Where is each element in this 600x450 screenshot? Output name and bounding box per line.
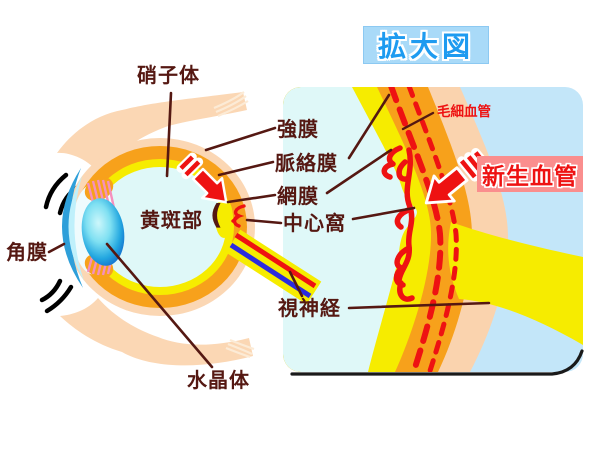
choroid-line-right	[347, 93, 391, 160]
cornea	[61, 168, 83, 288]
label-sclera: 強膜	[277, 117, 319, 141]
panel-shadow	[290, 349, 584, 376]
cornea-line	[47, 242, 66, 254]
capillary-vessels	[388, 87, 459, 372]
magnified-panel	[283, 87, 584, 376]
label-fovea: 中心窩	[283, 211, 346, 235]
label-vitreous: 硝子体	[137, 63, 200, 87]
lens	[81, 198, 125, 266]
choroid-line-left	[217, 160, 275, 177]
cornea-inner-highlight	[68, 176, 84, 281]
eye-vitreous	[94, 167, 226, 287]
label-lens: 水晶体	[187, 368, 250, 392]
optic-nerve-tick	[288, 270, 304, 298]
macula-microvessel-mark	[231, 204, 246, 228]
new-blood-vessels	[381, 145, 415, 302]
panel-optic-nerve-wedge	[448, 222, 583, 345]
magnified-view-title: 拡大図	[363, 26, 489, 64]
muscle-striations	[213, 91, 255, 359]
label-cornea: 角膜	[6, 240, 48, 264]
capillary-line	[401, 111, 435, 131]
macula-arrow-icon	[176, 152, 228, 204]
label-retina: 網膜	[277, 184, 319, 208]
label-macula: 黄斑部	[140, 208, 203, 232]
lens-line	[105, 242, 214, 369]
retina-line-right	[325, 148, 393, 195]
pointer-lines	[47, 91, 491, 369]
panel-vitreous-layer	[283, 87, 417, 372]
label-capillaries: 毛細血管	[437, 104, 491, 120]
label-optic-nerve: 視神経	[278, 296, 341, 320]
macula-retina-bulge	[215, 198, 233, 238]
label-neovascularization: 新生血管	[477, 156, 583, 192]
fovea-line-right	[351, 206, 416, 221]
retina-line-left	[226, 193, 277, 204]
fovea-line-left	[245, 218, 283, 225]
macula-bracket: (	[210, 198, 223, 231]
sclera-line-left	[204, 126, 277, 152]
vitreous-line	[165, 91, 173, 178]
optic-nerve-line-right	[347, 301, 491, 310]
label-choroid: 脈絡膜	[275, 151, 338, 175]
